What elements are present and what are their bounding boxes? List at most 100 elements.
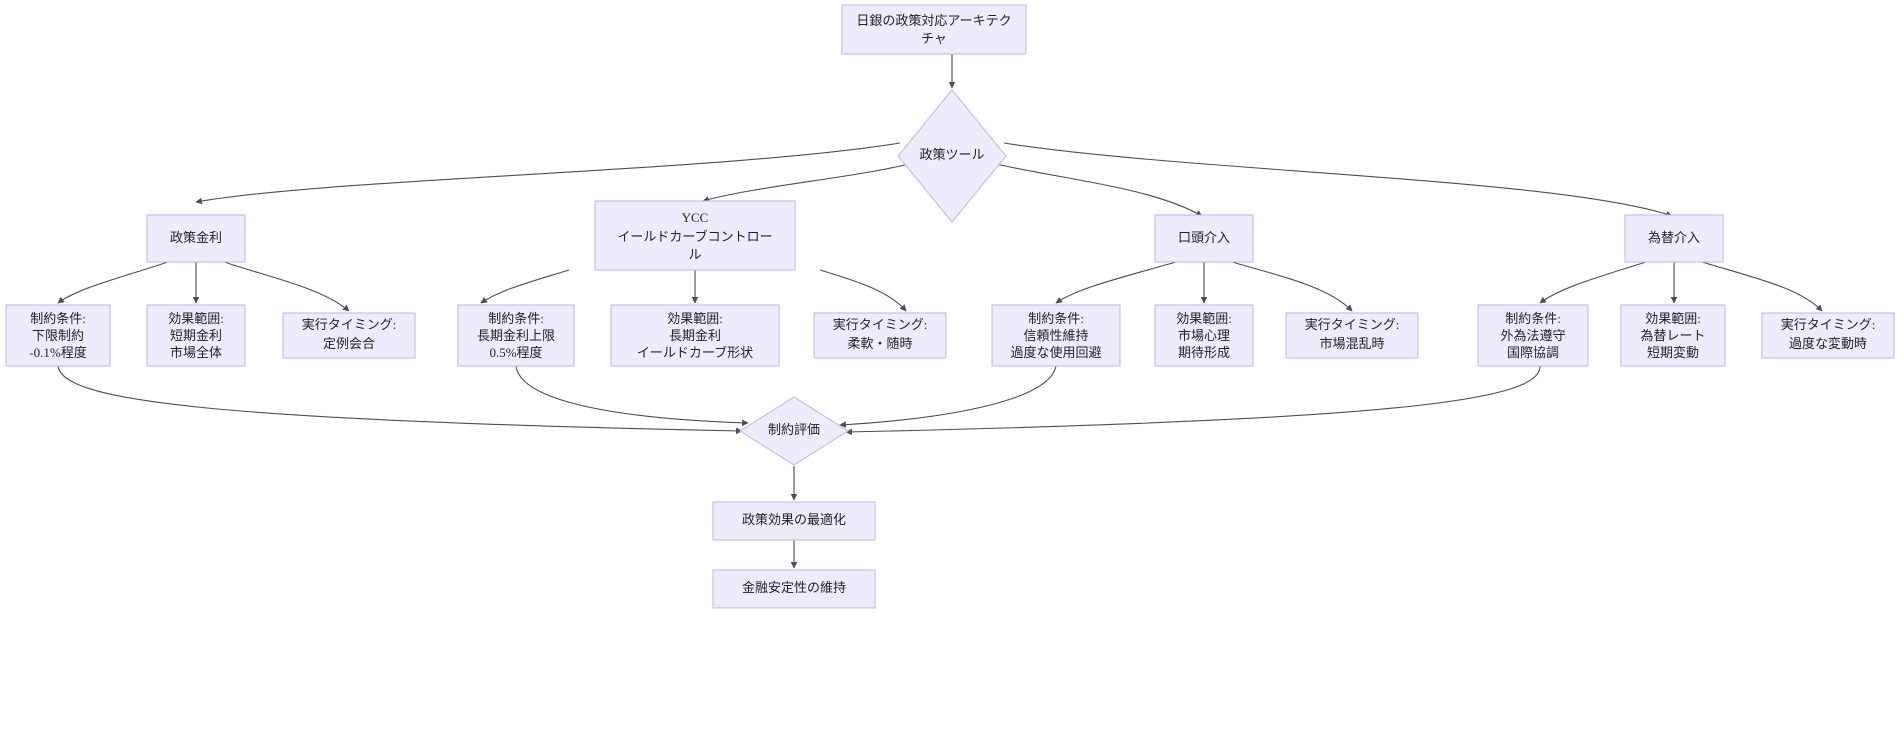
- node-vb-scope-shape[interactable]: [1154, 304, 1254, 367]
- node-optimize-shape[interactable]: [712, 501, 876, 541]
- edge-fx-to-fx-constraint: [1539, 261, 1647, 304]
- node-tools-label: 政策ツール: [919, 147, 984, 162]
- node-ycc-constraint-shape[interactable]: [457, 304, 575, 367]
- edge-fx-constraint-to-evaluation: [845, 365, 1541, 436]
- node-optimize-label: 政策効果の最適化: [742, 512, 846, 527]
- node-policy-rate-shape[interactable]: [146, 214, 246, 263]
- node-ycc-scope-shape[interactable]: [610, 304, 780, 367]
- node-ycc-scope-line2: 長期金利: [669, 328, 721, 343]
- node-root-label-line2: チャ: [921, 31, 947, 46]
- node-evaluation-shape[interactable]: [738, 396, 850, 466]
- node-vb-constraint[interactable]: 制約条件: 信頼性維持 過度な使用回避: [991, 304, 1121, 367]
- node-stability-shape[interactable]: [712, 569, 876, 609]
- node-fx-label: 為替介入: [1648, 230, 1700, 245]
- node-fx-constraint[interactable]: 制約条件: 外為法遵守 国際協調: [1477, 304, 1589, 367]
- node-ycc-timing-line2: 柔軟・随時: [847, 336, 912, 351]
- node-stability[interactable]: 金融安定性の維持: [712, 569, 876, 609]
- node-root[interactable]: 日銀の政策対応アーキテク チャ: [841, 4, 1027, 55]
- node-evaluation[interactable]: 制約評価: [738, 396, 850, 466]
- node-fx-timing-shape[interactable]: [1761, 312, 1895, 359]
- edge-vb-constraint-to-evaluation: [839, 365, 1057, 428]
- node-evaluation-label: 制約評価: [768, 422, 820, 437]
- node-ycc-timing[interactable]: 実行タイミング: 柔軟・随時: [813, 312, 947, 359]
- node-ycc-timing-shape[interactable]: [813, 312, 947, 359]
- node-fx-timing-line2: 過度な変動時: [1789, 336, 1867, 351]
- node-fx-constraint-line3: 国際協調: [1507, 345, 1559, 360]
- node-vb-constraint-line2: 信頼性維持: [1023, 328, 1088, 343]
- node-ycc-shape[interactable]: [594, 200, 796, 271]
- node-policy-rate-label: 政策金利: [170, 230, 222, 245]
- node-verbal-label: 口頭介入: [1178, 230, 1230, 245]
- edge-layer: [57, 54, 1823, 569]
- node-tools[interactable]: 政策ツール: [897, 89, 1007, 223]
- node-ycc-constraint[interactable]: 制約条件: 長期金利上限 0.5%程度: [457, 304, 575, 367]
- node-vb-constraint-line1: 制約条件:: [1028, 311, 1084, 326]
- node-fx-constraint-line2: 外為法遵守: [1500, 328, 1565, 343]
- node-pr-constraint-line1: 制約条件:: [30, 311, 86, 326]
- node-fx-scope-shape[interactable]: [1620, 304, 1726, 367]
- node-fx-constraint-shape[interactable]: [1477, 304, 1589, 367]
- node-ycc-scope[interactable]: 効果範囲: 長期金利 イールドカーブ形状: [610, 304, 780, 367]
- node-pr-scope-shape[interactable]: [146, 304, 246, 367]
- node-fx[interactable]: 為替介入: [1624, 214, 1724, 263]
- edge-ycc-to-ycc-timing: [819, 269, 907, 312]
- node-pr-timing-shape[interactable]: [282, 312, 416, 359]
- node-pr-constraint-line3: -0.1%程度: [29, 345, 86, 360]
- node-ycc-timing-line1: 実行タイミング:: [833, 317, 928, 332]
- node-vb-constraint-shape[interactable]: [991, 304, 1121, 367]
- edge-fx-to-fx-timing: [1701, 261, 1823, 312]
- node-vb-constraint-line3: 過度な使用回避: [1010, 345, 1101, 360]
- node-ycc-scope-line3: イールドカーブ形状: [637, 345, 753, 360]
- node-ycc[interactable]: YCC イールドカーブコントロー ル: [594, 200, 796, 271]
- node-pr-constraint-shape[interactable]: [5, 304, 111, 367]
- node-pr-scope-line3: 市場全体: [170, 345, 222, 360]
- node-pr-constraint[interactable]: 制約条件: 下限制約 -0.1%程度: [5, 304, 111, 367]
- node-pr-constraint-line2: 下限制約: [32, 328, 84, 343]
- node-fx-constraint-line1: 制約条件:: [1505, 311, 1561, 326]
- node-stability-label: 金融安定性の維持: [742, 580, 846, 595]
- node-vb-scope-line2: 市場心理: [1178, 328, 1230, 343]
- node-fx-scope-line3: 短期変動: [1647, 345, 1699, 360]
- node-vb-timing-line1: 実行タイミング:: [1305, 317, 1400, 332]
- node-verbal[interactable]: 口頭介入: [1154, 214, 1254, 263]
- node-vb-scope-line1: 効果範囲:: [1176, 311, 1232, 326]
- node-ycc-constraint-line1: 制約条件:: [488, 311, 544, 326]
- node-vb-scope-line3: 期待形成: [1178, 345, 1230, 360]
- node-root-shape[interactable]: [841, 4, 1027, 55]
- node-fx-shape[interactable]: [1624, 214, 1724, 263]
- node-vb-scope[interactable]: 効果範囲: 市場心理 期待形成: [1154, 304, 1254, 367]
- edge-ycc-constraint-to-evaluation: [515, 365, 749, 427]
- node-tools-shape[interactable]: [897, 89, 1007, 223]
- node-fx-timing[interactable]: 実行タイミング: 過度な変動時: [1761, 312, 1895, 359]
- node-ycc-label-line2: イールドカーブコントロー: [617, 229, 772, 244]
- node-pr-scope-line2: 短期金利: [170, 328, 222, 343]
- edge-verbal-to-vb-constraint: [1055, 261, 1177, 304]
- node-fx-scope-line2: 為替レート: [1640, 328, 1705, 343]
- node-pr-scope[interactable]: 効果範囲: 短期金利 市場全体: [146, 304, 246, 367]
- edge-policy-rate-to-pr-constraint: [57, 261, 169, 304]
- node-fx-scope-line1: 効果範囲:: [1645, 311, 1701, 326]
- node-layer: 日銀の政策対応アーキテク チャ 政策ツール 政策金利 YCC イールドカーブコン…: [5, 4, 1895, 609]
- node-optimize[interactable]: 政策効果の最適化: [712, 501, 876, 541]
- node-ycc-label-line1: YCC: [682, 210, 709, 225]
- edge-tools-to-ycc: [702, 159, 926, 203]
- node-fx-scope[interactable]: 効果範囲: 為替レート 短期変動: [1620, 304, 1726, 367]
- node-vb-timing-line2: 市場混乱時: [1319, 336, 1384, 351]
- node-pr-scope-line1: 効果範囲:: [168, 311, 224, 326]
- edge-pr-constraint-to-evaluation: [57, 365, 743, 435]
- node-vb-timing-shape[interactable]: [1285, 312, 1419, 359]
- node-verbal-shape[interactable]: [1154, 214, 1254, 263]
- node-pr-timing-line1: 実行タイミング:: [302, 317, 397, 332]
- edge-tools-to-fx: [1003, 142, 1673, 218]
- node-pr-timing[interactable]: 実行タイミング: 定例会合: [282, 312, 416, 359]
- edge-tools-to-verbal: [978, 159, 1203, 217]
- node-ycc-constraint-line2: 長期金利上限: [477, 328, 555, 343]
- node-ycc-constraint-line3: 0.5%程度: [489, 345, 542, 360]
- edge-tools-to-policy-rate: [195, 142, 901, 205]
- node-policy-rate[interactable]: 政策金利: [146, 214, 246, 263]
- node-ycc-scope-line1: 効果範囲:: [667, 311, 723, 326]
- node-vb-timing[interactable]: 実行タイミング: 市場混乱時: [1285, 312, 1419, 359]
- node-pr-timing-line2: 定例会合: [323, 336, 375, 351]
